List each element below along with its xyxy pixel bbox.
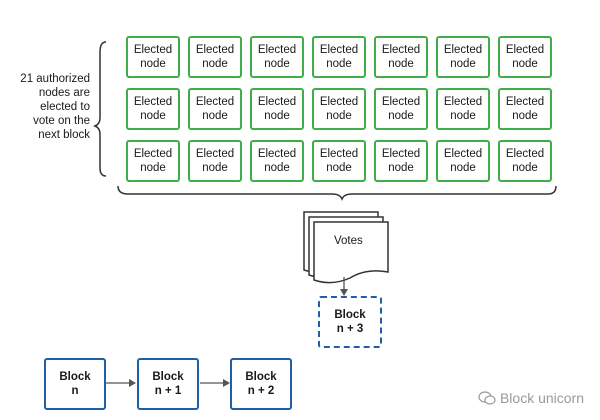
elected-node: Elected node xyxy=(374,88,428,130)
elected-node: Elected node xyxy=(498,140,552,182)
authorized-nodes-description: 21 authorized nodes are elected to vote … xyxy=(20,73,90,141)
block-n-plus-2: Block n + 2 xyxy=(230,358,292,410)
block-n-plus-3: Block n + 3 xyxy=(318,296,382,348)
elected-node: Elected node xyxy=(126,88,180,130)
left-brace xyxy=(92,41,107,177)
block-n-plus-1: Block n + 1 xyxy=(137,358,199,410)
elected-node: Elected node xyxy=(374,36,428,78)
elected-node: Elected node xyxy=(312,36,366,78)
elected-node: Elected node xyxy=(374,140,428,182)
votes-label: Votes xyxy=(334,235,363,247)
elected-node: Elected node xyxy=(250,36,304,78)
elected-node: Elected node xyxy=(436,140,490,182)
elected-node: Elected node xyxy=(498,36,552,78)
watermark: Block unicorn xyxy=(478,390,584,406)
elected-node: Elected node xyxy=(188,36,242,78)
arrowhead-votes xyxy=(340,289,348,296)
elected-node: Elected node xyxy=(312,88,366,130)
watermark-text: Block unicorn xyxy=(499,390,584,406)
elected-node: Elected node xyxy=(436,36,490,78)
arrowhead-n1-to-n2 xyxy=(223,379,230,387)
votes-doc-front xyxy=(313,221,389,284)
elected-node: Elected node xyxy=(188,140,242,182)
elected-node: Elected node xyxy=(498,88,552,130)
elected-node: Elected node xyxy=(126,140,180,182)
bottom-brace xyxy=(117,185,557,202)
elected-node: Elected node xyxy=(126,36,180,78)
arrowhead-n-to-n1 xyxy=(129,379,136,387)
wechat-icon xyxy=(478,391,496,405)
block-n: Block n xyxy=(44,358,106,410)
elected-node: Elected node xyxy=(250,140,304,182)
elected-node: Elected node xyxy=(188,88,242,130)
elected-node: Elected node xyxy=(436,88,490,130)
elected-node: Elected node xyxy=(312,140,366,182)
elected-node: Elected node xyxy=(250,88,304,130)
